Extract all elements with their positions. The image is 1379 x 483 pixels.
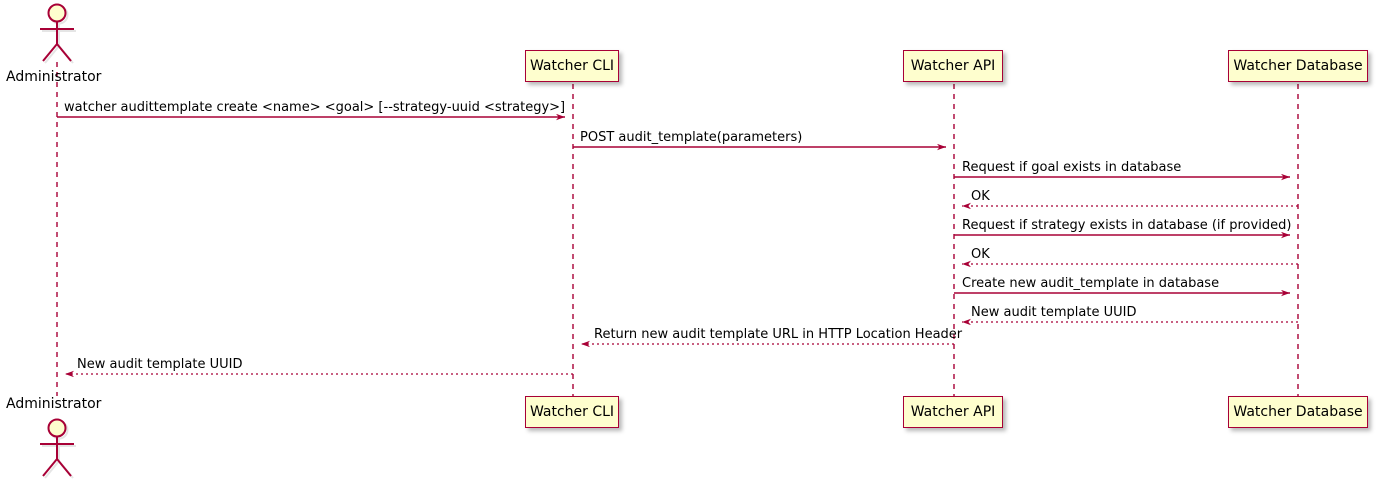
participant-label: Watcher CLI [529, 404, 615, 420]
participant-watcher-database-bottom[interactable]: Watcher Database [1228, 396, 1368, 428]
participant-label: Watcher Database [1233, 58, 1363, 74]
participant-watcher-database-top[interactable]: Watcher Database [1228, 50, 1368, 82]
message-label-6: OK [971, 247, 990, 262]
actor-label-administrator-top: Administrator [6, 69, 102, 85]
participant-watcher-api-bottom[interactable]: Watcher API [903, 396, 1003, 428]
message-label-9: Return new audit template URL in HTTP Lo… [594, 327, 963, 342]
participant-watcher-api-top[interactable]: Watcher API [903, 50, 1003, 82]
participant-watcher-cli-bottom[interactable]: Watcher CLI [525, 396, 619, 428]
message-label-2: POST audit_template(parameters) [580, 130, 803, 145]
message-label-3: Request if goal exists in database [962, 160, 1182, 175]
message-label-5: Request if strategy exists in database (… [962, 218, 1292, 233]
message-label-10: New audit template UUID [77, 357, 243, 372]
actor-icon-administrator-top [40, 3, 76, 64]
message-label-7: Create new audit_template in database [962, 276, 1220, 291]
participant-label: Watcher API [910, 58, 996, 74]
actor-label-administrator-bottom: Administrator [6, 396, 102, 412]
message-label-4: OK [971, 189, 990, 204]
participant-label: Watcher Database [1233, 404, 1363, 420]
message-label-1: watcher audittemplate create <name> <goa… [64, 100, 566, 115]
actor-icon-administrator-bottom [40, 418, 76, 479]
message-label-8: New audit template UUID [971, 305, 1137, 320]
participant-watcher-cli-top[interactable]: Watcher CLI [525, 50, 619, 82]
participant-label: Watcher API [910, 404, 996, 420]
participant-label: Watcher CLI [529, 58, 615, 74]
